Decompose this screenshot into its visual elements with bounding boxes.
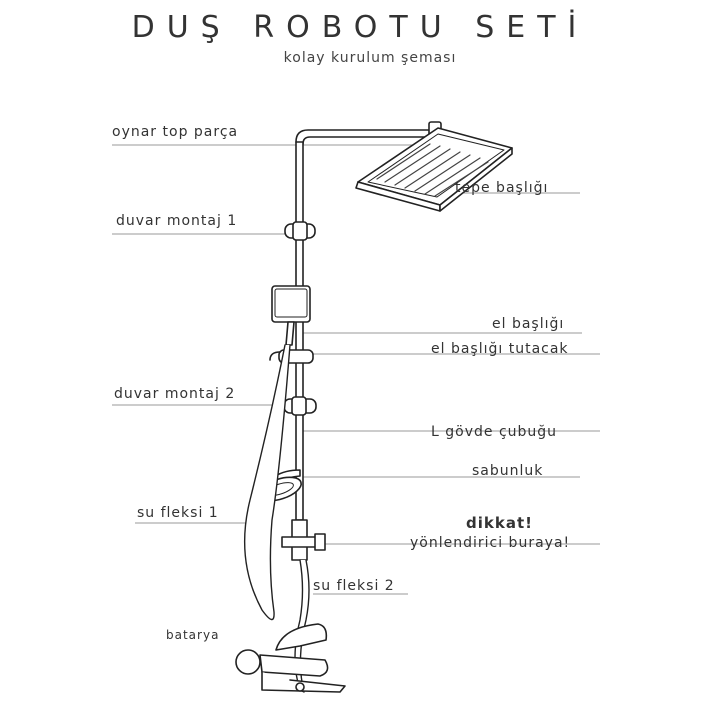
label-duvar-montaj-1: duvar montaj 1 — [116, 213, 238, 229]
label-el-basligi-tutacak: el başlığı tutacak — [431, 341, 569, 357]
label-sabunluk: sabunluk — [472, 463, 544, 479]
label-su-fleksi-2: su fleksi 2 — [313, 578, 395, 594]
hand-shower-head — [271, 285, 311, 346]
label-su-fleksi-1: su fleksi 1 — [137, 505, 219, 521]
label-tepe-basligi: tepe başlığı — [455, 180, 549, 196]
wall-mount-1 — [284, 221, 316, 241]
label-l-govde-cubugu: L gövde çubuğu — [431, 424, 558, 440]
flex-hose-1 — [243, 344, 291, 621]
main-column — [295, 141, 304, 521]
top-arm-bar — [295, 129, 435, 145]
diverter — [281, 519, 326, 561]
label-yonlendirici: yönlendirici buraya! — [410, 535, 571, 551]
mixer-tap — [235, 623, 346, 693]
diagram-title: DUŞ ROBOTU SETİ — [131, 10, 589, 45]
label-oynar-top-parca: oynar top parça — [112, 124, 239, 140]
diagram-subtitle: kolay kurulum şeması — [283, 50, 457, 66]
label-duvar-montaj-2: duvar montaj 2 — [114, 386, 236, 402]
rain-shower-head — [355, 127, 513, 212]
hand-shower-holder — [269, 349, 314, 364]
wall-mount-2 — [283, 396, 317, 416]
label-dikkat: dikkat! — [466, 514, 533, 532]
label-el-basligi: el başlığı — [492, 316, 565, 332]
label-batarya: batarya — [166, 628, 220, 642]
